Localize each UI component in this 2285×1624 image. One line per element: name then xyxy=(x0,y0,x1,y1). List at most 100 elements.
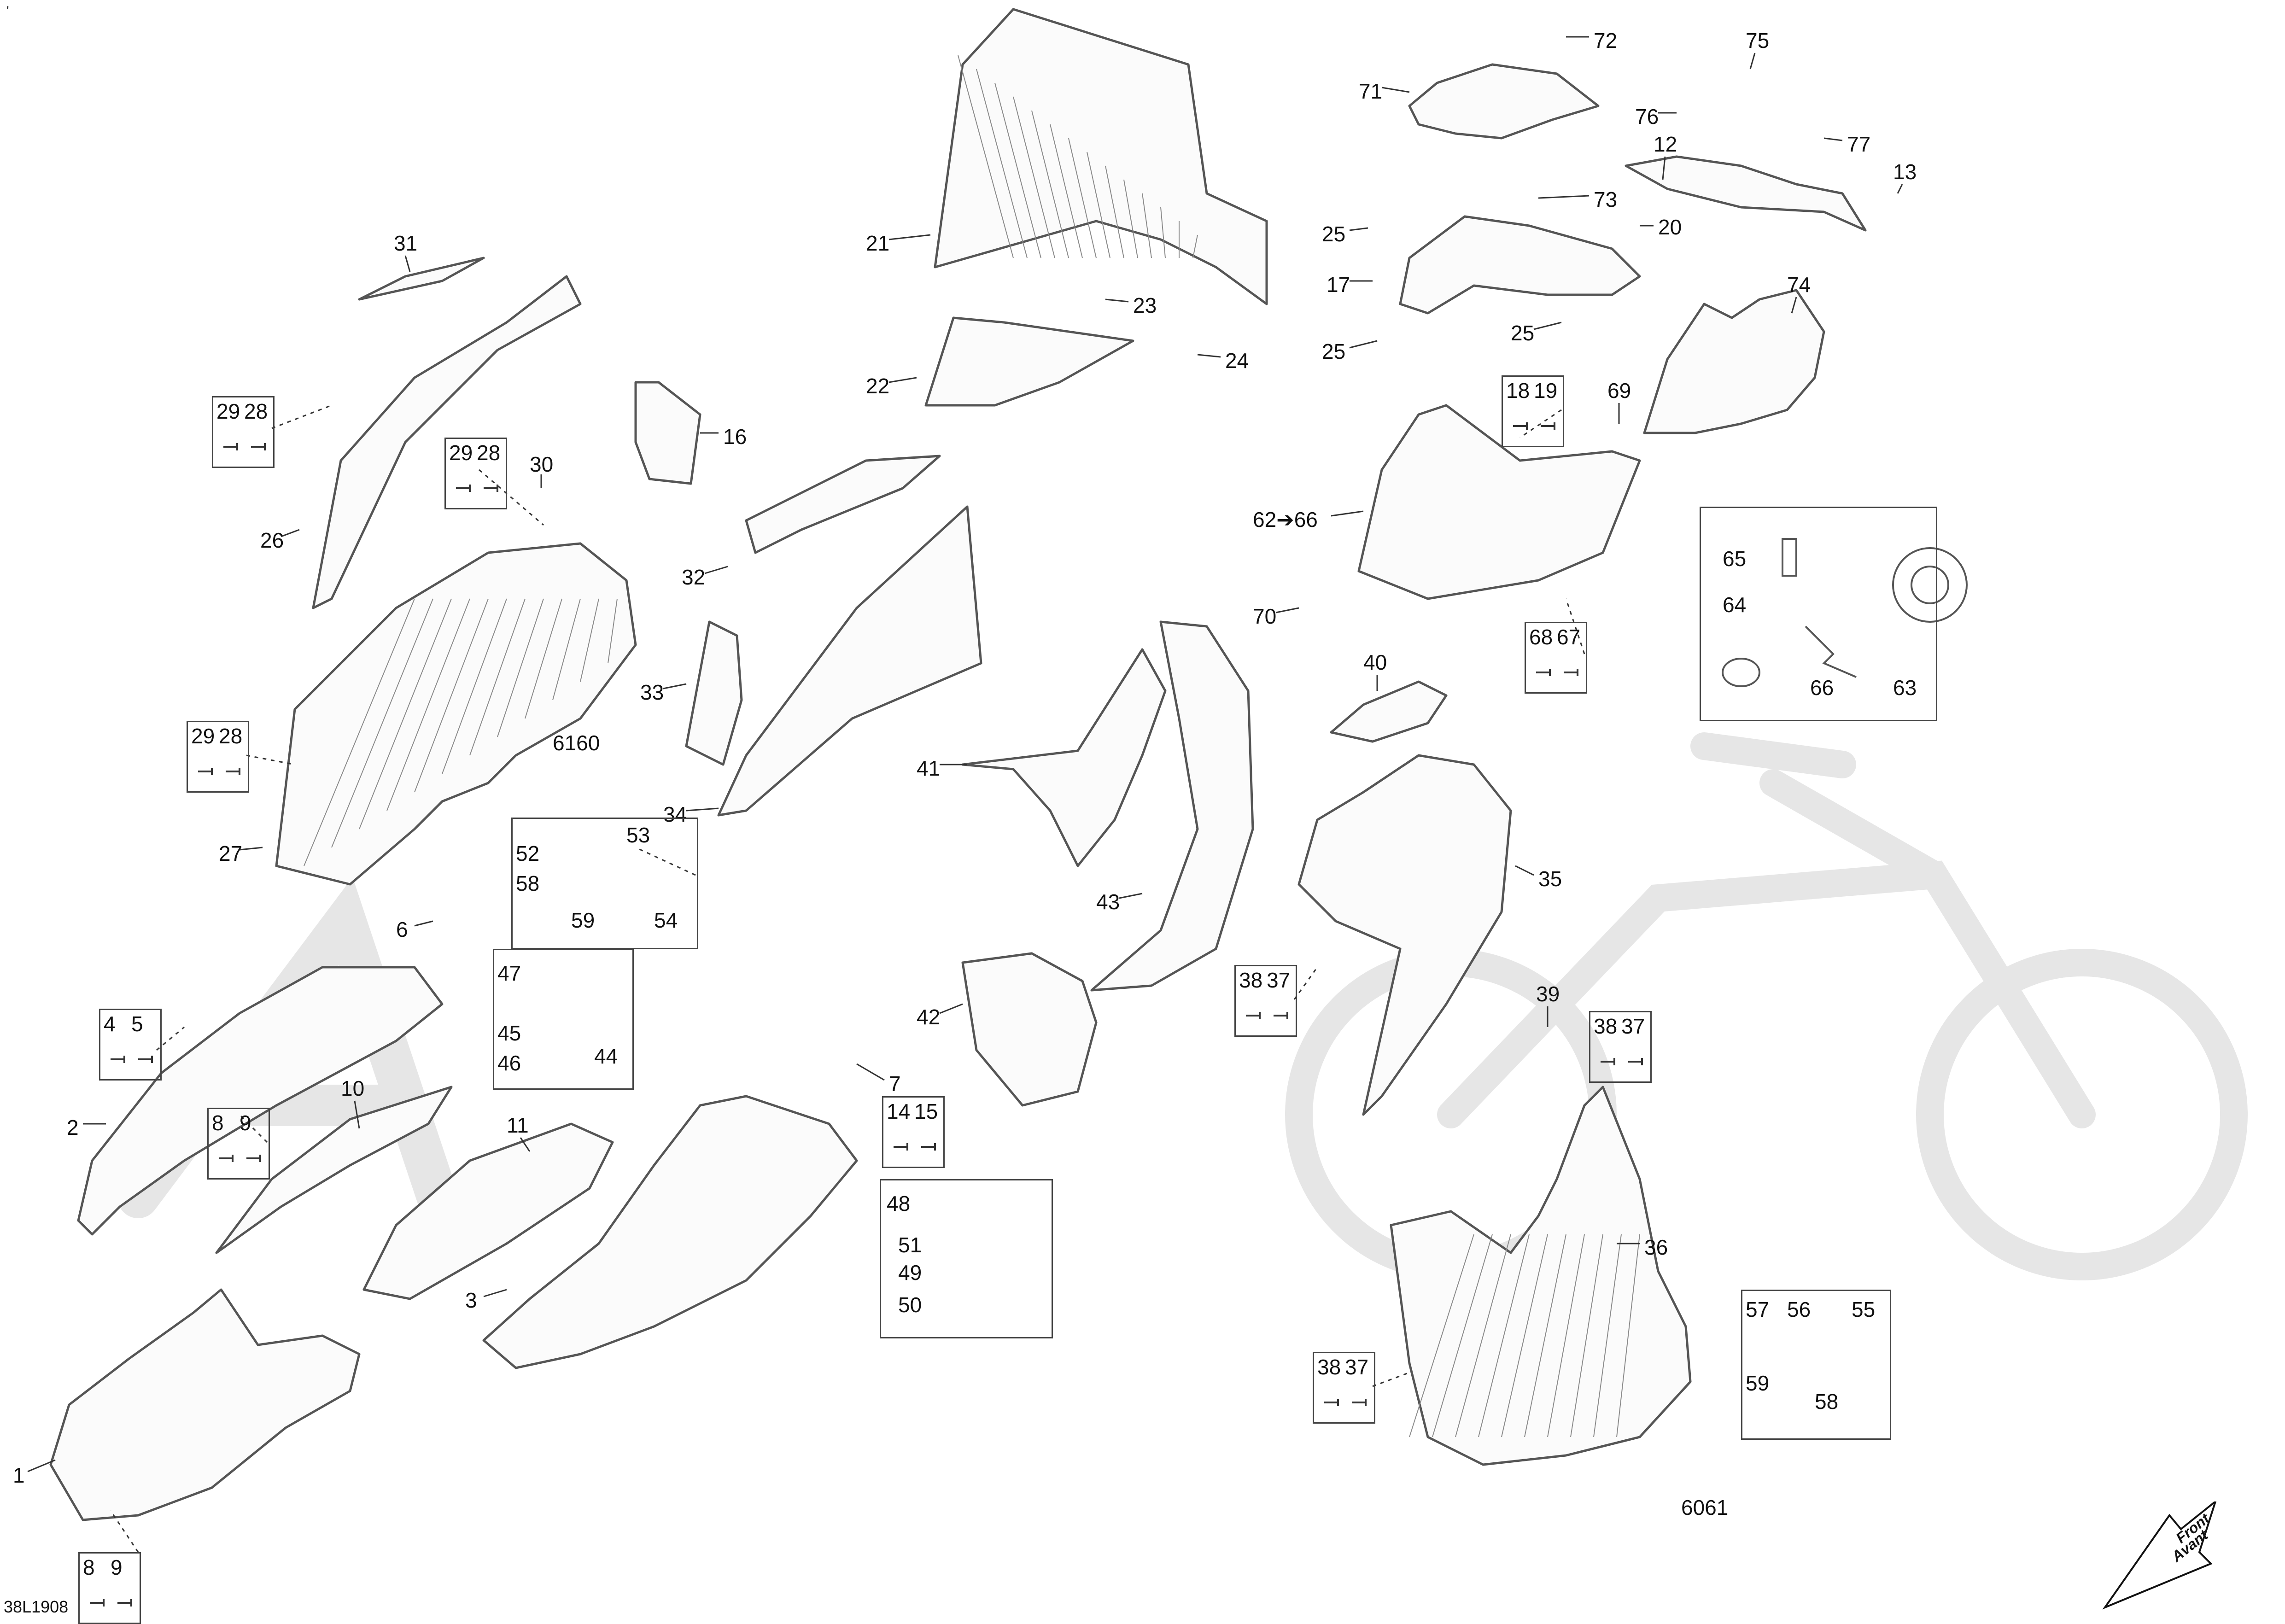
kit-part-number: 63 xyxy=(1893,676,1917,700)
kit-part-number: 59 xyxy=(571,908,595,932)
stripe-32-part xyxy=(745,455,941,554)
callout-c16: 16 xyxy=(723,425,747,449)
bulb-part xyxy=(1722,658,1760,687)
hardware-number: 29 xyxy=(216,399,240,423)
hardware-box-b1 xyxy=(212,396,275,468)
callout-c24: 24 xyxy=(1225,349,1249,373)
vent-cover-part xyxy=(634,381,701,485)
kit-part-number: 55 xyxy=(1852,1297,1876,1321)
upper-panel-part xyxy=(312,275,582,609)
mesh-line xyxy=(958,55,1014,258)
mesh-line xyxy=(1616,1234,1640,1437)
hardware-box-b11 xyxy=(1589,1011,1652,1083)
dotted-leader xyxy=(1293,967,1318,1000)
leader-line-c23 xyxy=(1105,298,1129,303)
screw-icon xyxy=(1564,669,1578,676)
screw-icon xyxy=(251,443,266,450)
kit-part-number: 47 xyxy=(497,961,521,985)
callout-c20: 20 xyxy=(1658,215,1682,239)
dotted-leader xyxy=(246,754,295,765)
callout-c69: 69 xyxy=(1607,379,1631,403)
hardware-number: 19 xyxy=(1534,379,1558,403)
leader-line-c7 xyxy=(856,1063,885,1081)
leader-line-c32 xyxy=(704,566,728,574)
mesh-line xyxy=(1570,1234,1603,1437)
hardware-number: 37 xyxy=(1267,968,1291,992)
kit-part-number: 51 xyxy=(898,1233,922,1257)
hardware-number: 8 xyxy=(83,1555,95,1579)
mesh-line xyxy=(442,598,507,774)
mesh-line xyxy=(1142,193,1152,258)
callout-c34: 34 xyxy=(663,802,687,826)
leader-line-c34 xyxy=(686,807,719,812)
hardware-number: 28 xyxy=(219,724,243,748)
hardware-number: 9 xyxy=(111,1555,123,1579)
association-lines xyxy=(110,404,1585,1553)
leader-line-c73 xyxy=(1538,195,1590,199)
strip-11-part xyxy=(362,1122,614,1300)
mesh-line xyxy=(1593,1234,1622,1437)
dotted-leader xyxy=(271,404,332,429)
mesh-line xyxy=(1013,96,1055,258)
callout-c32: 32 xyxy=(682,565,706,589)
leader-line-c11 xyxy=(520,1137,531,1152)
callout-c41: 41 xyxy=(917,756,941,780)
leader-line-c3 xyxy=(483,1289,507,1297)
hardware-box-b9 xyxy=(1525,622,1587,694)
leader-line-c35 xyxy=(1515,865,1534,876)
part-mesh-lines xyxy=(304,55,1640,1437)
screw-icon xyxy=(456,485,471,492)
air-scoop-35-part xyxy=(1297,754,1512,1116)
callout-c6061: 6061 xyxy=(1681,1495,1729,1519)
screw-icon xyxy=(1541,422,1555,430)
kit-part-number: 45 xyxy=(497,1021,521,1045)
kit-part-number: 59 xyxy=(1746,1371,1770,1395)
dotted-leader xyxy=(479,469,544,526)
panel-43-part xyxy=(1090,620,1254,992)
hardware-box-b5 xyxy=(207,1108,270,1180)
support-17-part xyxy=(1399,215,1641,315)
callout-c10: 10 xyxy=(341,1076,365,1100)
callout-c1: 1 xyxy=(13,1463,25,1487)
corner-mark: ' xyxy=(6,4,9,19)
callout-c39: 39 xyxy=(1536,982,1560,1006)
front-direction-badge: Front Avant xyxy=(2100,1499,2220,1612)
hardware-number: 28 xyxy=(244,399,268,423)
stripe-33-part xyxy=(685,620,743,766)
kit-part-number: 49 xyxy=(898,1261,922,1285)
hardware-box-b10 xyxy=(1234,965,1297,1037)
callout-c17: 17 xyxy=(1327,273,1350,297)
hardware-number: 28 xyxy=(477,441,501,465)
leader-line-c13 xyxy=(1897,184,1903,194)
leader-line-c71 xyxy=(1381,87,1410,93)
hardware-number: 29 xyxy=(191,724,215,748)
spring-clip-part xyxy=(1805,625,1857,678)
leader-line-c24 xyxy=(1197,354,1221,358)
mount-12-part xyxy=(1625,155,1867,232)
mesh-line xyxy=(1432,1234,1493,1437)
hardware-number: 18 xyxy=(1506,379,1530,403)
mesh-line xyxy=(608,598,618,664)
mesh-line xyxy=(1455,1234,1511,1437)
dotted-leader xyxy=(1372,1372,1410,1387)
stripe-34-part xyxy=(717,505,982,817)
hardware-number: 38 xyxy=(1594,1014,1618,1038)
hardware-number: 38 xyxy=(1239,968,1263,992)
hardware-box-b3 xyxy=(187,721,249,793)
mesh-line xyxy=(976,69,1028,258)
leader-line-c25a xyxy=(1349,227,1368,231)
callout-c21: 21 xyxy=(866,231,890,255)
kit-part-number: 65 xyxy=(1723,547,1747,571)
hardware-number: 4 xyxy=(104,1012,116,1036)
leader-line-c26 xyxy=(281,529,300,537)
hardware-box-b12 xyxy=(1313,1352,1375,1424)
mesh-line xyxy=(1547,1234,1585,1437)
callout-c27: 27 xyxy=(219,841,243,865)
hardware-box-b8 xyxy=(1502,375,1564,447)
leader-line-c10 xyxy=(354,1100,360,1129)
kit-part-number: 57 xyxy=(1746,1297,1770,1321)
mesh-line xyxy=(580,598,599,682)
kit-box-k1 xyxy=(511,818,698,949)
dotted-leader xyxy=(110,1510,139,1553)
